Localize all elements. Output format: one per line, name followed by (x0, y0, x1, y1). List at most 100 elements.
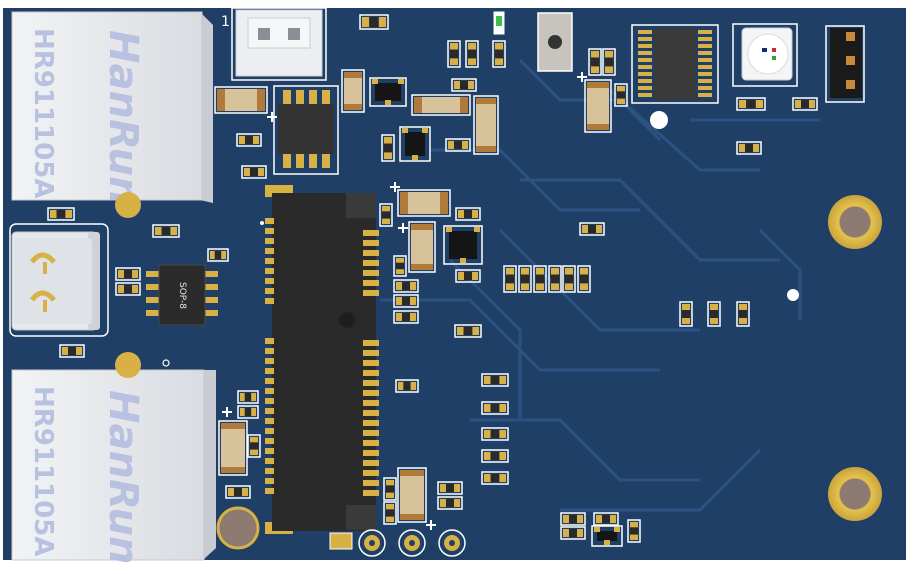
mounting-pad (115, 192, 141, 218)
smd-resistor (152, 224, 180, 238)
tantalum-capacitor (341, 69, 365, 113)
smd-resistor (492, 40, 506, 68)
smd-resistor (548, 265, 562, 293)
smd-resistor (602, 48, 616, 76)
ic-label: SOP-8 (177, 282, 187, 309)
tssop-ic (631, 24, 719, 104)
sot-transistor (399, 126, 431, 162)
tactile-switch (537, 12, 573, 72)
smd-resistor (393, 279, 419, 293)
smd-resistor (47, 207, 75, 221)
orientation-dot (260, 221, 264, 225)
smd-resistor (481, 471, 509, 485)
tantalum-capacitor (408, 221, 436, 273)
rj45-bottom-part: HR911105A (28, 386, 58, 556)
smd-resistor (465, 40, 479, 68)
smd-resistor (627, 519, 641, 543)
smd-resistor (379, 203, 393, 227)
smd-resistor (447, 40, 461, 68)
smd-resistor (679, 301, 693, 327)
smd-resistor (481, 373, 509, 387)
smd-resistor (593, 512, 619, 526)
tantalum-capacitor (397, 189, 451, 217)
smd-resistor (455, 269, 481, 283)
smd-resistor (115, 282, 141, 296)
smd-resistor (237, 405, 259, 419)
sot-transistor (369, 77, 407, 107)
smd-resistor (588, 48, 602, 76)
tantalum-capacitor (584, 79, 612, 133)
soic8-ic (273, 85, 339, 175)
smd-resistor (437, 496, 463, 510)
sop8-ic: SOP-8 (146, 264, 218, 326)
mounting-hole-right-top (828, 195, 882, 249)
smd-resistor (393, 310, 419, 324)
smd-resistor (481, 449, 509, 463)
smd-resistor (115, 267, 141, 281)
orientation-dot (162, 359, 170, 367)
smd-resistor (454, 324, 482, 338)
smd-resistor (237, 390, 259, 404)
smd-resistor (225, 485, 251, 499)
smd-resistor (707, 301, 721, 327)
smd-resistor (481, 401, 509, 415)
smd-resistor (241, 165, 267, 179)
rgb-led (732, 23, 798, 87)
smd-resistor (736, 301, 750, 327)
smd-resistor (736, 141, 762, 155)
test-pads-bottom (329, 529, 466, 557)
smd-resistor (207, 248, 229, 262)
rj45-top-brand: HanRun (100, 30, 146, 205)
smd-resistor (562, 265, 576, 293)
jst-connector: 1 (221, 7, 327, 81)
pin1-marker: 1 (221, 14, 230, 30)
smd-resistor (560, 526, 586, 540)
smd-resistor (577, 265, 591, 293)
smd-resistor (381, 134, 395, 162)
smd-resistor (236, 133, 262, 147)
rj45-connector-top: HanRun HR911105A (11, 11, 213, 205)
smd-resistor (437, 481, 463, 495)
slot-pins-right (363, 230, 379, 496)
fiducial (650, 111, 668, 129)
smd-resistor (59, 344, 85, 358)
smd-resistor (359, 14, 389, 30)
card-slot-connector (265, 185, 376, 534)
mounting-hole-right-bottom (828, 467, 882, 521)
fiducial (787, 289, 799, 301)
tantalum-capacitor (397, 467, 427, 523)
slot-pins-left (265, 218, 274, 494)
smd-resistor (383, 477, 397, 501)
smd-resistor (579, 222, 605, 236)
sot-transistor (591, 525, 623, 547)
rj45-bottom-brand: HanRun (100, 390, 146, 565)
smd-resistor (247, 434, 261, 458)
smd-resistor (503, 265, 517, 293)
smd-resistor (455, 207, 481, 221)
polarity-marks (222, 72, 587, 530)
smd-resistor (518, 265, 532, 293)
rj45-top-part: HR911105A (28, 28, 58, 198)
usb-c-connector (9, 223, 109, 337)
tantalum-capacitor (214, 86, 268, 114)
smd-resistor (393, 255, 407, 277)
smd-resistor (383, 501, 397, 525)
status-led-body (496, 16, 502, 26)
mounting-pad (115, 352, 141, 378)
smd-resistor (395, 379, 419, 393)
tantalum-capacitor (218, 420, 248, 476)
smd-resistor (481, 427, 509, 441)
smd-resistor (560, 512, 586, 526)
smd-resistor (445, 138, 471, 152)
smd-resistor (736, 97, 766, 111)
tantalum-capacitor (473, 95, 499, 155)
rj45-connector-bottom: HanRun HR911105A (11, 369, 216, 565)
smd-resistor (393, 294, 419, 308)
smd-resistor (533, 265, 547, 293)
passive-components (47, 14, 818, 547)
pin-header (825, 25, 865, 103)
tantalum-capacitor (411, 94, 471, 116)
sot-transistor (443, 225, 483, 265)
mounting-pad (216, 506, 260, 550)
